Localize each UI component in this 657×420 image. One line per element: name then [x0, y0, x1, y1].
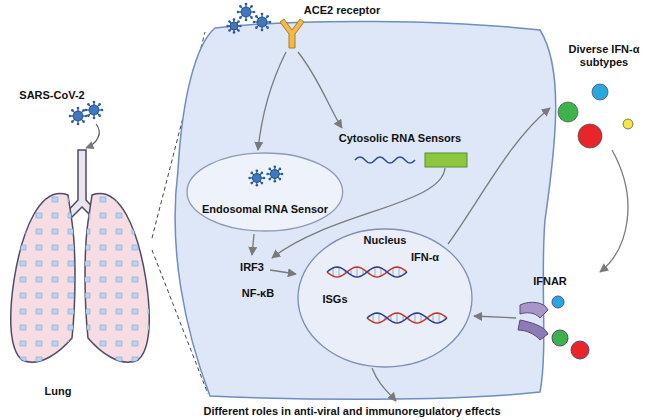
node-label: ISGs: [322, 293, 347, 306]
virus: [249, 170, 266, 187]
entry-arrow: [86, 124, 99, 148]
subtype-label: Diverse IFN-α subtypes: [558, 43, 650, 69]
cytosolic-sensor: [425, 153, 467, 167]
organ-label: Lung: [45, 385, 72, 398]
sensor-label: Cytosolic RNA Sensors: [339, 132, 461, 145]
outcome-label: Different roles in anti-viral and immuno…: [203, 405, 500, 418]
factor-label: NF-κB: [242, 287, 274, 300]
ace2-receptor: [280, 19, 304, 48]
nucleus-ellipse: NucleusIFN-αISGs: [297, 228, 473, 368]
ifnar-receptor: [518, 296, 589, 359]
cell-body: [175, 21, 556, 399]
node-label: Nucleus: [364, 234, 407, 247]
dna-helix: [367, 313, 447, 323]
virus: [253, 13, 272, 32]
ifn-subtypes: [558, 84, 633, 148]
virus-icons: [69, 3, 272, 126]
receptor-label: ACE2 receptor: [304, 4, 380, 17]
factor-label: IRF3: [240, 261, 264, 274]
endosome-ellipse: Endosomal RNA Sensor: [186, 152, 344, 232]
virus: [267, 166, 284, 183]
dna-helix: [327, 267, 407, 277]
virus: [237, 3, 256, 22]
node-label: Endosomal RNA Sensor: [202, 203, 328, 216]
virus: [69, 107, 88, 126]
receptor-label: IFNAR: [533, 275, 567, 288]
node-label: IFN-α: [411, 251, 439, 264]
node-outline: [186, 152, 344, 232]
virus: [85, 101, 104, 120]
rna-strand: [355, 157, 415, 163]
pathway-arrows: [252, 52, 628, 401]
virus-label: SARS-CoV-2: [19, 89, 84, 102]
virus: [226, 18, 241, 33]
lung-illustration: [11, 150, 150, 362]
